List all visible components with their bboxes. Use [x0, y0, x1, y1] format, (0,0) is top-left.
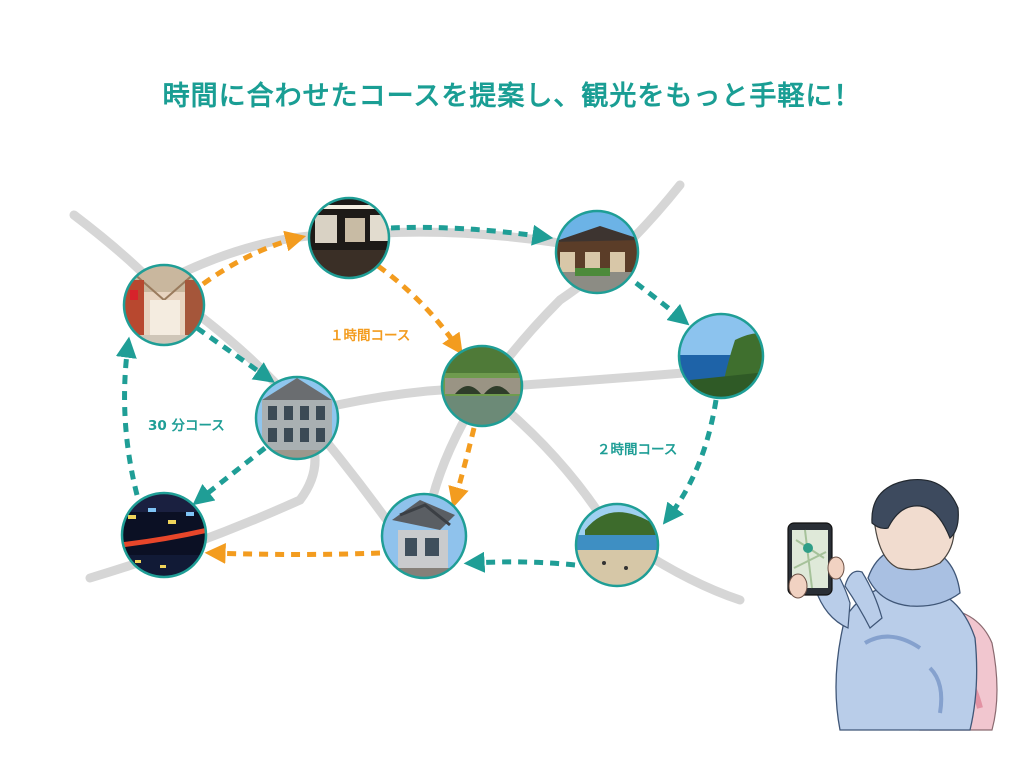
western-style-building-photo: [254, 375, 340, 461]
route-2h-arrow: [390, 224, 554, 246]
route-1h-arrow: [201, 230, 307, 287]
route-30min-arrow: [192, 446, 267, 506]
page-title: 時間に合わせたコースを提案し、観光をもっと手軽に！: [162, 81, 862, 112]
course-label-1h: １時間コース: [330, 328, 411, 344]
route-30min-arrow: [115, 336, 140, 496]
route-1h-arrow: [204, 542, 381, 564]
course-label-30min: 30 分コース: [148, 418, 225, 434]
shopping-arcade-photo: [122, 263, 206, 347]
night-cityscape-photo: [120, 491, 208, 579]
route-2h-arrow: [634, 281, 690, 326]
modern-architecture-photo: [380, 492, 468, 580]
sandy-beach-photo: [574, 502, 660, 588]
course-label-2h: ２時間コース: [597, 442, 678, 458]
road-segment: [69, 210, 420, 565]
route-2h-arrow: [463, 551, 576, 573]
route-1h-arrow: [448, 427, 477, 509]
museum-hall-photo: [307, 196, 391, 280]
old-townhouse-photo: [554, 209, 640, 295]
route-1h-arrow: [376, 263, 463, 355]
coastal-sea-view-photo: [677, 312, 765, 400]
traveler-with-smartphone-illustration: [787, 478, 998, 731]
route-30min-arrow: [195, 325, 275, 383]
route-2h-arrow: [662, 399, 719, 525]
